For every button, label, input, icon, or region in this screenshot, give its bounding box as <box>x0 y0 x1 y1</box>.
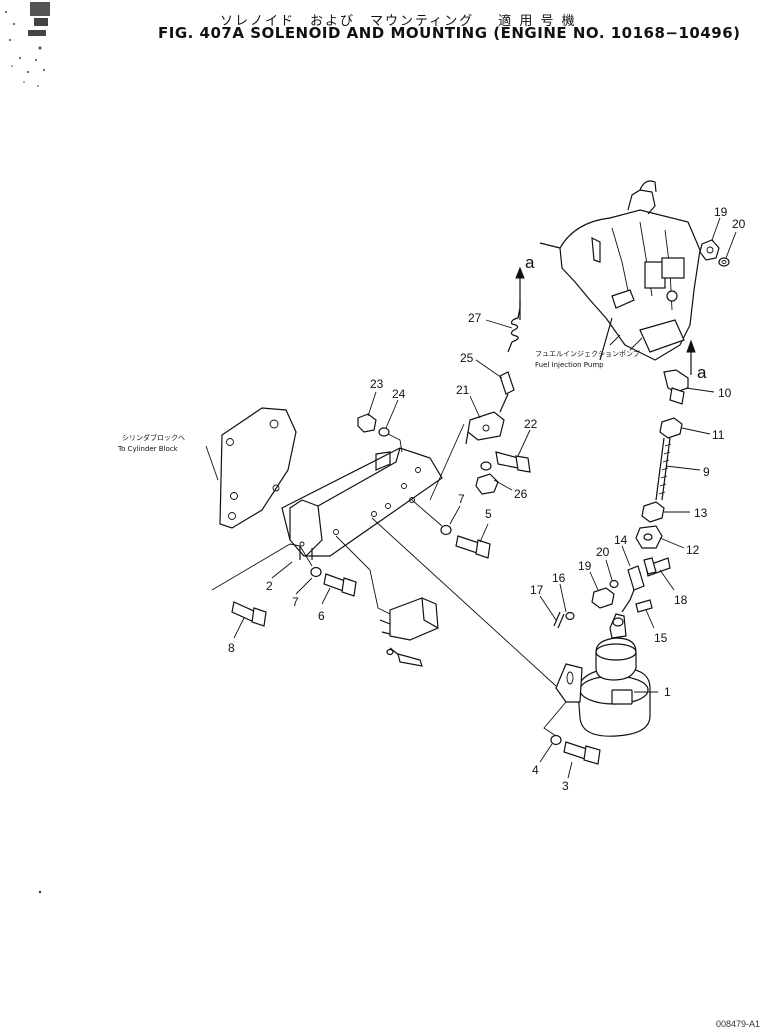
cylinder-block-label-en: To Cylinder Block <box>117 445 179 453</box>
callout-27: 27 <box>468 311 482 325</box>
callout-24: 24 <box>392 387 406 401</box>
washer-7-upper <box>440 524 452 536</box>
washer-7-lower <box>310 566 322 578</box>
bolt-8-leader <box>211 543 301 591</box>
title-jp-serial: 適 用 号 機 <box>498 14 577 29</box>
connector-housing <box>379 597 439 641</box>
callout-6: 6 <box>318 609 325 623</box>
scan-speckle <box>5 2 50 87</box>
cylinder-block-label-jp: シリンダブロックへ <box>122 433 185 442</box>
callout-2: 2 <box>266 579 273 593</box>
callout-13: 13 <box>694 506 708 520</box>
callout-9: 9 <box>703 465 710 479</box>
pin-17 <box>553 611 565 629</box>
callout-12: 12 <box>686 543 700 557</box>
nut-13 <box>641 501 665 523</box>
bolt-15 <box>635 599 653 613</box>
callout-21: 21 <box>456 383 470 397</box>
scan-dot <box>38 890 42 894</box>
bolt-8 <box>231 601 267 627</box>
callout-7-upper: 7 <box>458 492 465 506</box>
callout-16: 16 <box>552 571 566 585</box>
figure-title-japanese: ソレノイド および マウンティング 適 用 号 機 <box>220 10 577 29</box>
callout-22: 22 <box>524 417 538 431</box>
callout-19-upper: 19 <box>714 205 728 219</box>
view-a-label-right: a <box>697 363 707 382</box>
bolt-6 <box>323 573 357 597</box>
view-a-label-upper: a <box>525 253 535 272</box>
callout-26: 26 <box>514 487 528 501</box>
title-jp-main: ソレノイド および マウンティング <box>220 14 475 29</box>
fuel-pump-label-en: Fuel Injection Pump <box>535 361 604 369</box>
nut-26 <box>475 461 499 495</box>
nut-23 <box>357 413 377 433</box>
bolt-22 <box>495 451 531 473</box>
callout-15: 15 <box>654 631 668 645</box>
fuel-injection-pump <box>539 180 701 361</box>
callout-10: 10 <box>718 386 732 400</box>
washer-4 <box>550 734 562 746</box>
solenoid-bolt-leader <box>543 701 567 737</box>
callout-20-lower: 20 <box>596 545 610 559</box>
washer-16 <box>565 611 575 621</box>
arm-14 <box>621 565 645 613</box>
callout-19-lower: 19 <box>578 559 592 573</box>
callout-14: 14 <box>614 533 628 547</box>
callout-4: 4 <box>532 763 539 777</box>
callout-11: 11 <box>712 428 725 442</box>
callout-3: 3 <box>562 779 569 793</box>
cylinder-block-bracket <box>219 407 297 529</box>
view-a-arrow-right <box>686 339 696 375</box>
washer-20-upper <box>718 257 730 267</box>
rod-end-10 <box>663 369 689 405</box>
fuel-pump-label-jp: フュエルインジェクションポンプ <box>535 350 640 358</box>
bolt-5 <box>455 535 491 559</box>
callout-leaders <box>233 217 737 779</box>
nut-19-upper <box>699 239 720 261</box>
linkage-rod-9 <box>655 437 672 501</box>
bolt-3 <box>563 741 601 765</box>
washer-24 <box>378 427 390 437</box>
callout-23: 23 <box>370 377 384 391</box>
solenoid-1 <box>555 613 651 737</box>
callout-1: 1 <box>664 685 671 699</box>
figure-title: FIG. 407A SOLENOID AND MOUNTING (ENGINE … <box>158 24 741 42</box>
nut-11 <box>659 417 683 439</box>
callout-18: 18 <box>674 593 688 607</box>
drawing-code: 008479-A1 <box>716 1019 760 1029</box>
connector-leader <box>335 535 391 615</box>
washer-20-lower <box>609 579 619 589</box>
callout-8: 8 <box>228 641 235 655</box>
bolt-6-leader <box>299 545 313 567</box>
lever-21 <box>465 411 505 445</box>
connector-bolt <box>386 647 423 667</box>
callout-17: 17 <box>530 583 544 597</box>
bolt-18 <box>643 557 671 577</box>
lever-leader <box>429 423 465 501</box>
solenoid-leader <box>371 517 557 687</box>
spring-27 <box>507 300 521 353</box>
nut-19-lower <box>591 587 615 609</box>
washer-24-leader <box>387 433 403 453</box>
callout-7-lower: 7 <box>292 595 299 609</box>
callout-5: 5 <box>485 507 492 521</box>
mounting-plate-2 <box>281 447 443 560</box>
rod-end-12 <box>635 525 663 549</box>
view-a-arrow-upper <box>515 266 525 320</box>
rod-end-25 <box>499 371 515 413</box>
bracket-leader <box>205 445 219 481</box>
callout-20-upper: 20 <box>732 217 746 231</box>
callout-25: 25 <box>460 351 474 365</box>
bolt-5-leader <box>411 499 443 527</box>
